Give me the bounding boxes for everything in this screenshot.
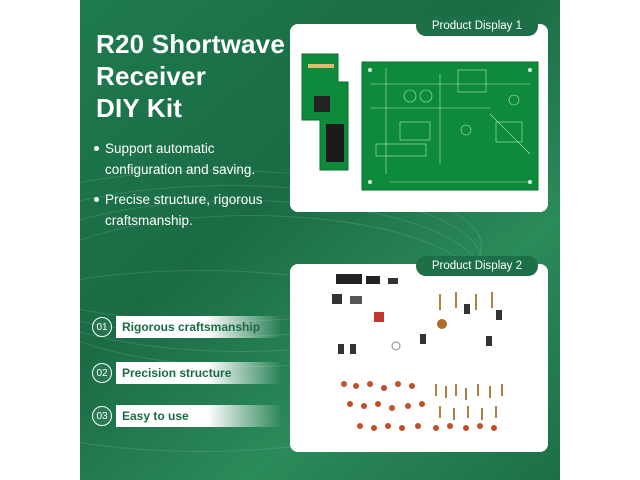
feature-text: Support automatic configuration and savi… [105, 141, 256, 177]
highlight-number: 02 [92, 363, 112, 383]
product-display-2-panel: Product Display 2 [290, 256, 548, 452]
chip [388, 278, 398, 284]
title-line-3: DIY Kit [96, 93, 183, 123]
feature-item: Precise structure, rigorous craftsmanshi… [94, 189, 294, 231]
ceramic-capacitors [341, 381, 497, 431]
feature-item: Support automatic configuration and savi… [94, 138, 294, 180]
page-title: R20 Shortwave Receiver DIY Kit [96, 28, 285, 124]
product-display-1-panel: Product Display 1 [290, 16, 548, 212]
main-board [361, 61, 539, 191]
title-line-2: Receiver [96, 61, 207, 91]
chip [314, 96, 330, 112]
ic-socket [350, 296, 362, 304]
product-display-2-tag: Product Display 2 [415, 256, 538, 276]
pcb-boards-image [301, 53, 539, 191]
resistors [435, 292, 503, 420]
product-banner: R20 Shortwave Receiver DIY Kit Support a… [80, 0, 560, 480]
board-traces [370, 68, 531, 183]
bullet-icon [94, 197, 99, 202]
mounting-holes [368, 68, 532, 184]
highlight-label: Rigorous craftsmanship [116, 316, 282, 338]
capacitors [338, 304, 502, 354]
highlight-label: Precision structure [116, 362, 282, 384]
pin-header [308, 64, 334, 68]
highlight-item: 01 Rigorous craftsmanship [92, 316, 282, 338]
coil [437, 319, 447, 329]
chip [366, 276, 380, 284]
ring [391, 341, 401, 351]
product-display-1-tag: Product Display 1 [415, 16, 538, 36]
bullet-icon [94, 146, 99, 151]
highlight-number: 01 [92, 317, 112, 337]
highlight-number: 03 [92, 406, 112, 426]
components-image [332, 274, 503, 431]
highlight-item: 03 Easy to use [92, 405, 282, 427]
highlight-label: Easy to use [116, 405, 282, 427]
highlight-item: 02 Precision structure [92, 362, 282, 384]
title-line-1: R20 Shortwave [96, 29, 286, 59]
ic-socket [332, 294, 342, 304]
led-display [336, 274, 362, 284]
chip [326, 124, 344, 162]
connector [374, 312, 384, 322]
feature-text: Precise structure, rigorous craftsmanshi… [105, 192, 263, 228]
